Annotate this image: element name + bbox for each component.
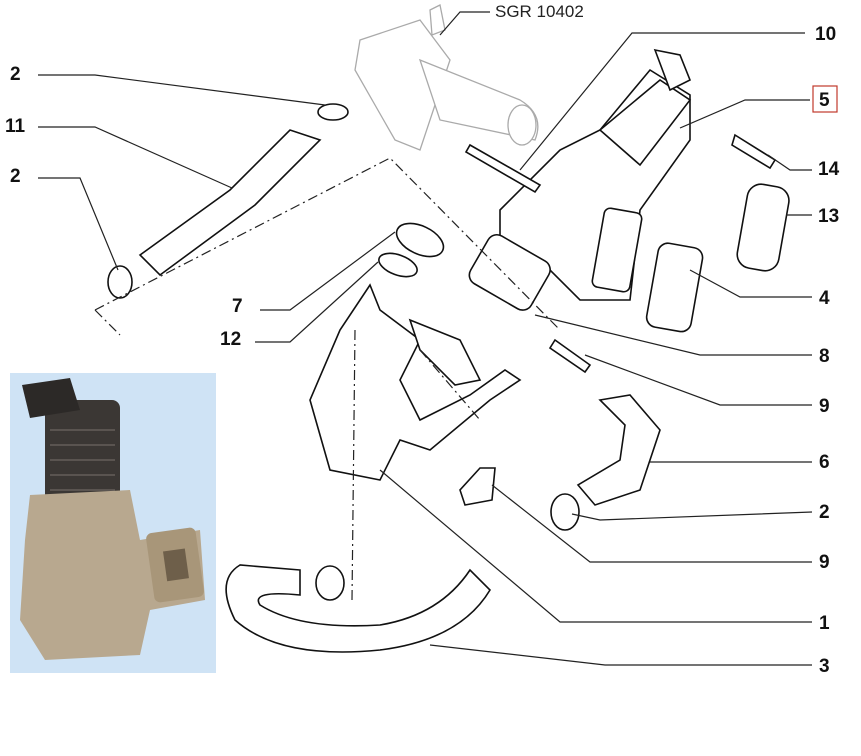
callout-8: 8 [819,346,830,367]
callout-13: 13 [818,206,839,227]
callout-10: 10 [815,24,836,45]
callout-3: 3 [819,656,830,677]
egr-valve-photo [10,373,216,673]
gasket-4 [645,242,704,333]
bolt-9 [548,338,592,374]
callout-7: 7 [232,296,243,317]
callout-1: 1 [819,613,830,634]
pipe-1 [309,283,522,481]
callout-14: 14 [818,159,840,180]
clamp [315,565,345,601]
clamp [550,493,580,531]
callout-11: 11 [5,116,26,137]
bolt-9 [459,467,496,506]
pipe-6 [576,394,661,506]
callout-2: 2 [10,166,21,187]
callout-2: 2 [10,64,21,85]
callout-9: 9 [819,552,830,573]
callout-5: 5 [819,90,830,111]
thermostat-housing-ghost [354,4,539,151]
callout-9: 9 [819,396,830,417]
callout-12: 12 [220,329,241,350]
seal-12 [378,252,418,278]
clamp-7 [395,222,445,258]
bolt-14 [731,133,777,170]
gasket-8 [468,233,551,311]
bolt [464,143,542,194]
clamp [317,103,349,121]
callout-2: 2 [819,502,830,523]
callout-4: 4 [819,288,830,309]
callout-6: 6 [819,452,830,473]
cover-plate-13 [736,183,790,272]
highlight-box [812,85,838,113]
hose-11 [138,129,322,277]
egr-valve [499,48,692,301]
hose-3 [225,564,492,653]
reference-label: SGR 10402 [495,2,584,21]
clamp [107,265,133,299]
